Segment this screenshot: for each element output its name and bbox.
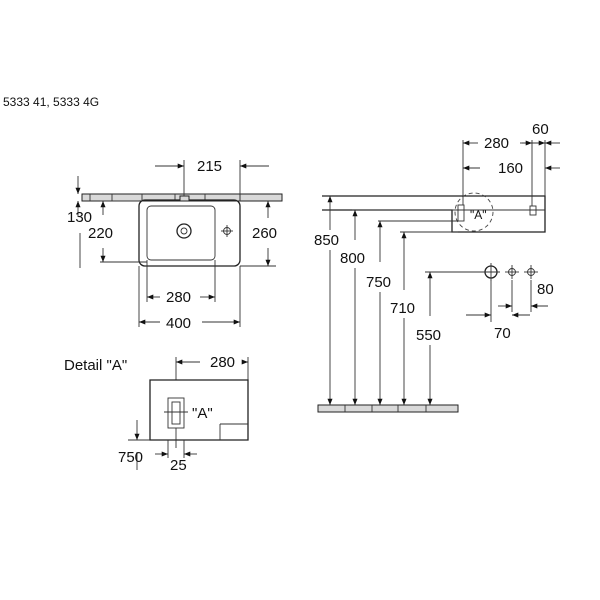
side-detail-marker: "A" (470, 208, 487, 222)
detail-basin (149, 379, 249, 441)
dim-260-label: 260 (252, 225, 277, 242)
supply-symbols-icon (482, 263, 538, 281)
dim-130-label: 130 (67, 209, 92, 226)
detail-marker: "A" (192, 405, 213, 422)
side-dim-280-label: 280 (484, 135, 509, 152)
trap-icon (164, 397, 188, 448)
dim-400-label: 400 (166, 315, 191, 332)
detail-title: Detail "A" (64, 357, 127, 374)
side-dim-160-label: 160 (498, 160, 523, 177)
model-numbers: 5333 41, 5333 4G (3, 95, 99, 109)
dim-220-label: 220 (88, 225, 113, 242)
detail-dim-280-label: 280 (210, 354, 235, 371)
basin-bowl (146, 205, 216, 261)
detail-dim-750-label: 750 (118, 449, 143, 466)
detail-view: Detail "A" 280 "A" 750 25 (64, 354, 249, 474)
basin-outline (138, 199, 241, 267)
top-view: 215 130 220 260 280 400 (67, 158, 283, 332)
side-dim-80-label: 80 (537, 281, 554, 298)
side-view: "A" 280 60 160 850 800 (314, 121, 560, 413)
side-dim-550-label: 550 (416, 327, 441, 344)
dim-215-label: 215 (197, 158, 222, 175)
drain-icon (176, 223, 192, 239)
side-dim-60-label: 60 (532, 121, 549, 138)
side-dim-850-label: 850 (314, 232, 339, 249)
side-dim-750-label: 750 (366, 274, 391, 291)
dim-280-label: 280 (166, 289, 191, 306)
side-dim-710-label: 710 (390, 300, 415, 317)
side-dim-800-label: 800 (340, 250, 365, 267)
detail-dim-25-label: 25 (170, 457, 187, 474)
waste-detail-circle (454, 192, 494, 232)
side-floor (317, 404, 459, 413)
side-dim-70-label: 70 (494, 325, 511, 342)
